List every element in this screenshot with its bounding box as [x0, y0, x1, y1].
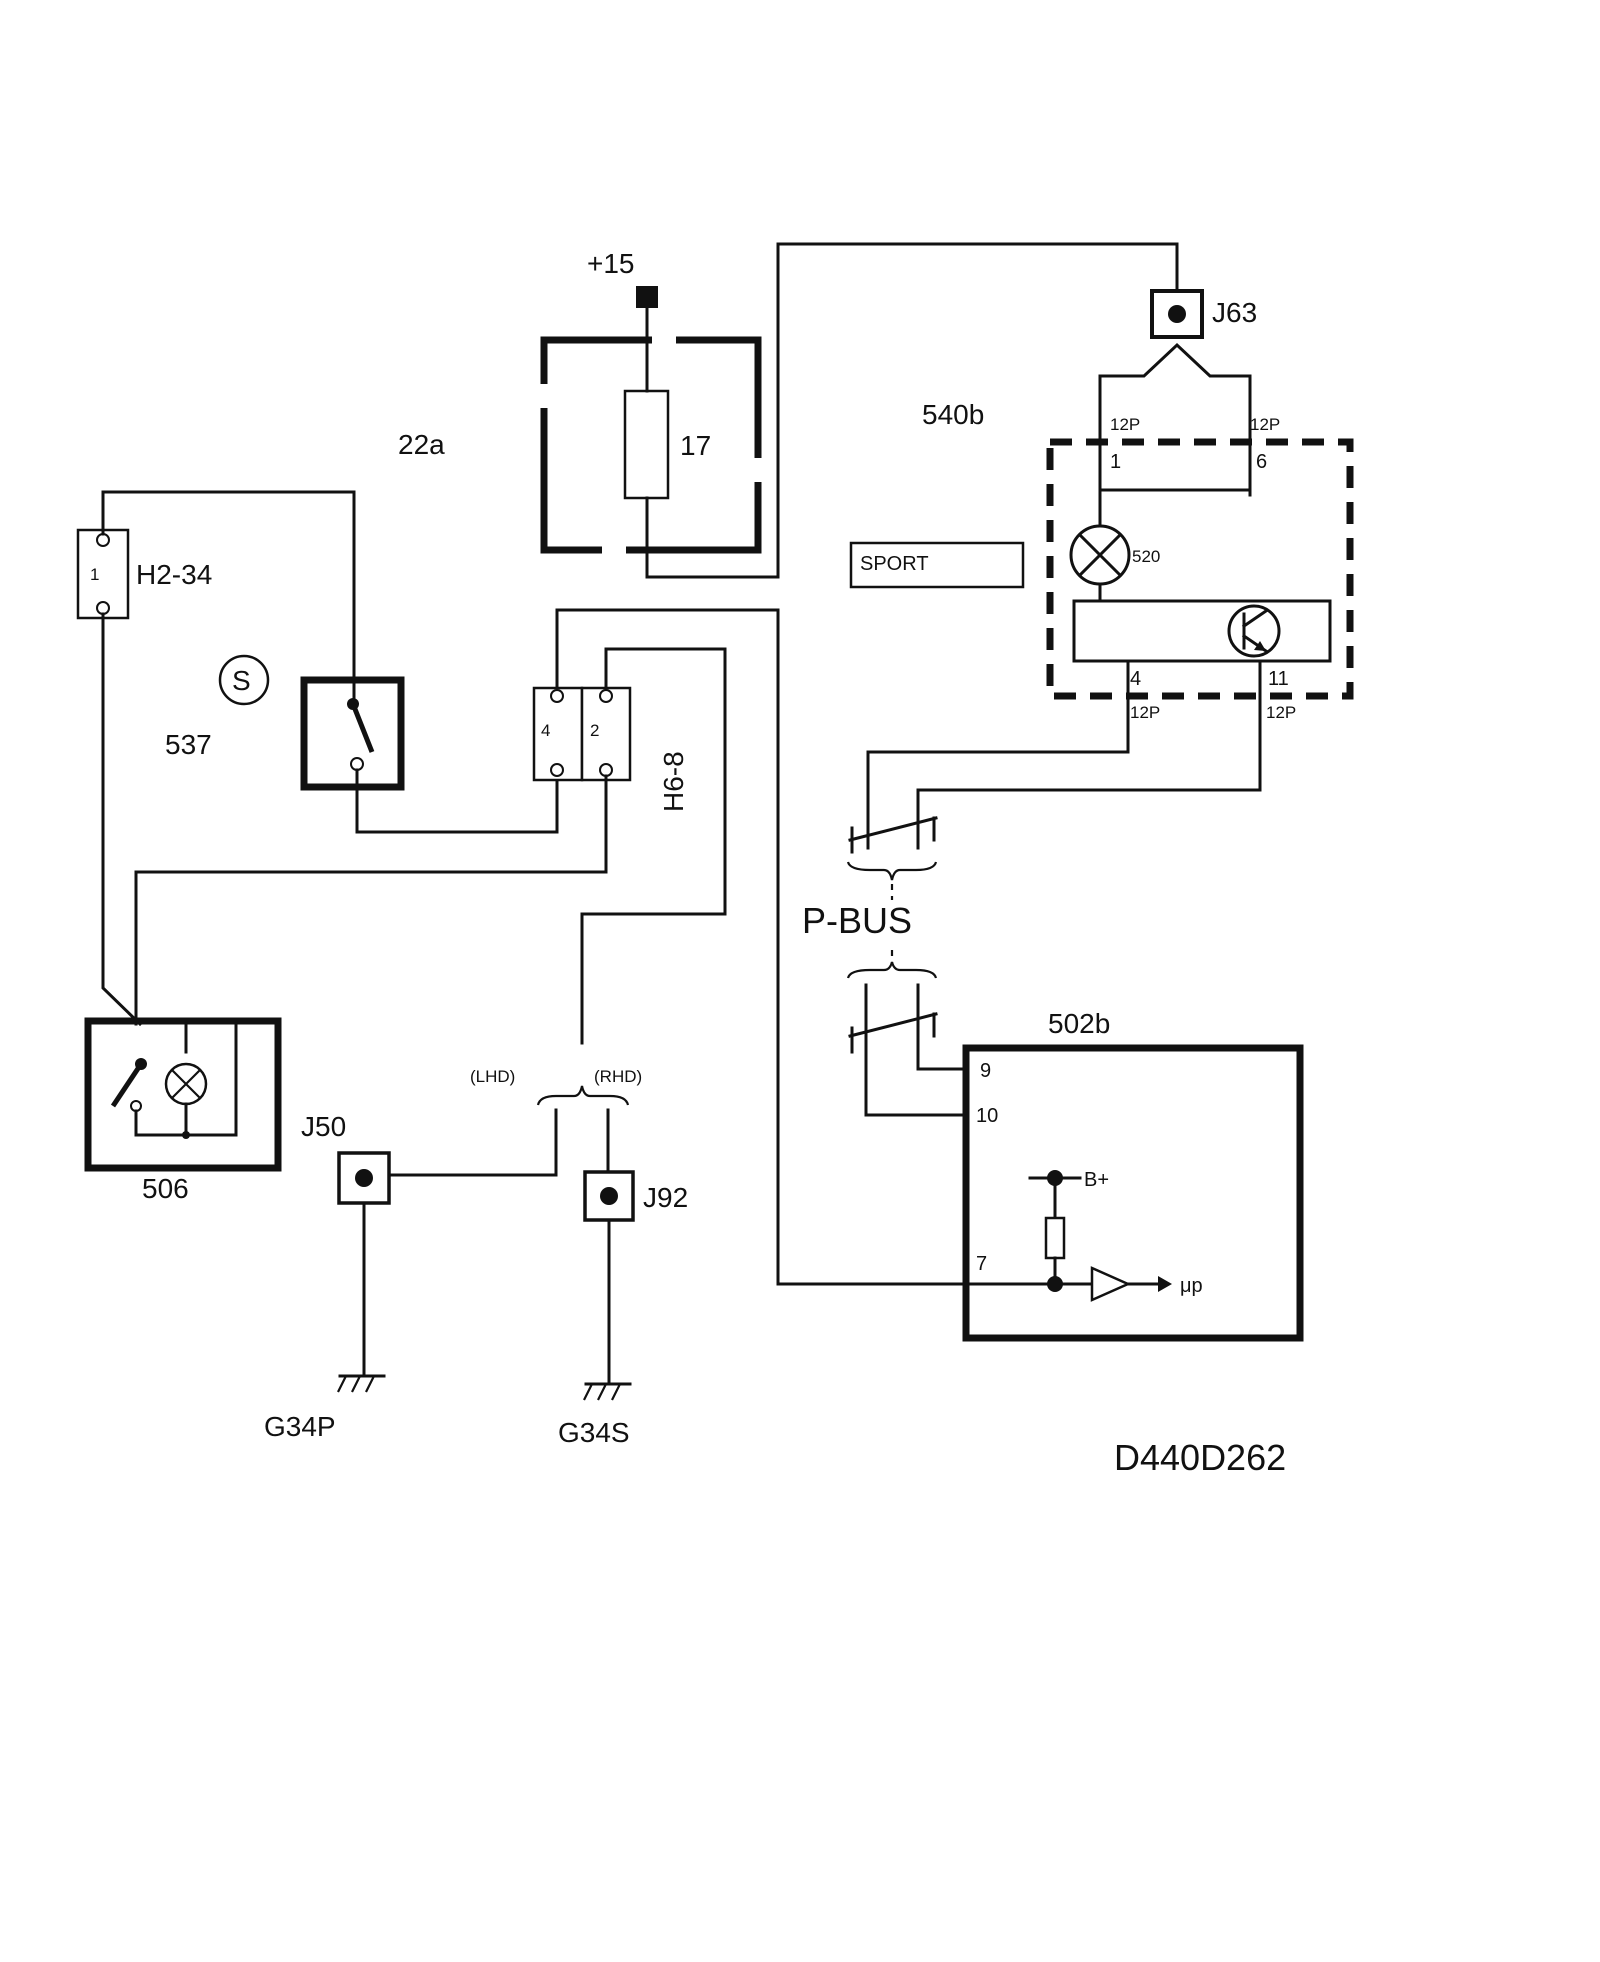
- wire-bus-pin9: [916, 983, 968, 1071]
- sport-indicator: [849, 541, 1025, 589]
- pin-10-label: 10: [976, 1105, 998, 1127]
- s-symbol-text: S: [232, 665, 251, 696]
- pin-9-label: 9: [980, 1060, 991, 1082]
- h6-pin-2-label: 2: [590, 721, 599, 740]
- pin-12p-b: 12P: [1250, 415, 1280, 434]
- lamp-520-label: 520: [1132, 547, 1160, 566]
- rhd-label: (RHD): [594, 1067, 642, 1086]
- module-502b-label: 502b: [1048, 1008, 1110, 1039]
- connector-h2-34: [76, 528, 130, 620]
- connector-j50: [337, 1151, 391, 1205]
- fuse-17: [623, 389, 670, 500]
- p-bus-twisted-pair-bottom: [846, 950, 938, 1054]
- diagram-id: D440D262: [1114, 1437, 1286, 1478]
- wire-h2-506: [101, 612, 143, 1027]
- h2-pin-1-label: 1: [90, 565, 99, 584]
- pin-12p-c: 12P: [1130, 703, 1160, 722]
- lhd-label: (LHD): [470, 1067, 515, 1086]
- module-540b-label: 540b: [922, 399, 984, 430]
- connector-j92-label: J92: [643, 1182, 688, 1213]
- wire-pin11-bus: [916, 698, 1262, 850]
- ground-g34p-icon: [337, 1374, 386, 1393]
- wire-h2-537: [101, 490, 356, 707]
- fuse-box-label: 22a: [398, 429, 445, 460]
- pullup-resistor: [1044, 1216, 1066, 1260]
- h6-pin-4-label: 4: [541, 721, 550, 740]
- wire-h6-pin2-top: [580, 647, 727, 1045]
- pin-1-label: 1: [1110, 451, 1121, 473]
- wire-537-h6-pin4: [355, 768, 559, 834]
- pin-7-label: 7: [976, 1253, 987, 1275]
- connector-j92: [583, 1170, 635, 1222]
- connector-h2-34-label: H2-34: [136, 559, 212, 590]
- wire-h6-pin2-506: [134, 774, 608, 1026]
- buffer-amplifier-icon: [1090, 1266, 1132, 1302]
- ground-g34p-label: G34P: [264, 1411, 336, 1442]
- connector-j63-label: J63: [1212, 297, 1257, 328]
- transistor-icon: [1227, 604, 1281, 658]
- switch-537: [300, 676, 405, 791]
- b-plus-label: B+: [1084, 1169, 1109, 1191]
- sport-indicator-text: SPORT: [860, 553, 929, 575]
- module-540b: [1046, 438, 1354, 702]
- pin-4-label: 4: [1130, 668, 1141, 690]
- pin-12p-a: 12P: [1110, 415, 1140, 434]
- module-502b: [962, 1044, 1304, 1342]
- wire-pin4-bus: [866, 698, 1130, 850]
- pin-11-label: 11: [1268, 668, 1289, 690]
- switch-506-label: 506: [142, 1173, 189, 1204]
- fuse-number-label: 17: [680, 430, 711, 461]
- connector-h6-8-label: H6-8: [658, 751, 689, 812]
- pin-6-label: 6: [1256, 451, 1267, 473]
- supply-terminal: [636, 286, 658, 308]
- ground-g34s-icon: [583, 1382, 632, 1401]
- supply-label: +15: [587, 248, 635, 279]
- connector-h6-8: [532, 686, 632, 782]
- mu-p-label: μp: [1180, 1275, 1203, 1297]
- bus-label: P-BUS: [802, 900, 912, 941]
- s-symbol: [218, 654, 270, 706]
- connector-j63: [1150, 289, 1204, 339]
- fuse-box-22a: [540, 286, 762, 554]
- connector-j50-label: J50: [301, 1111, 346, 1142]
- transistor-block: [1072, 599, 1332, 663]
- switch-537-label: 537: [165, 729, 212, 760]
- wire-bus-pin10: [864, 983, 968, 1117]
- pin-12p-d: 12P: [1266, 703, 1296, 722]
- wire-j63-split: [1098, 342, 1252, 497]
- p-bus-twisted-pair-top: [846, 816, 938, 900]
- wire-fuse-j63: [645, 242, 1179, 579]
- ground-g34s-label: G34S: [558, 1417, 630, 1448]
- wire-h6-pin4-502b: [555, 608, 1057, 1286]
- switch-506: [84, 1017, 282, 1172]
